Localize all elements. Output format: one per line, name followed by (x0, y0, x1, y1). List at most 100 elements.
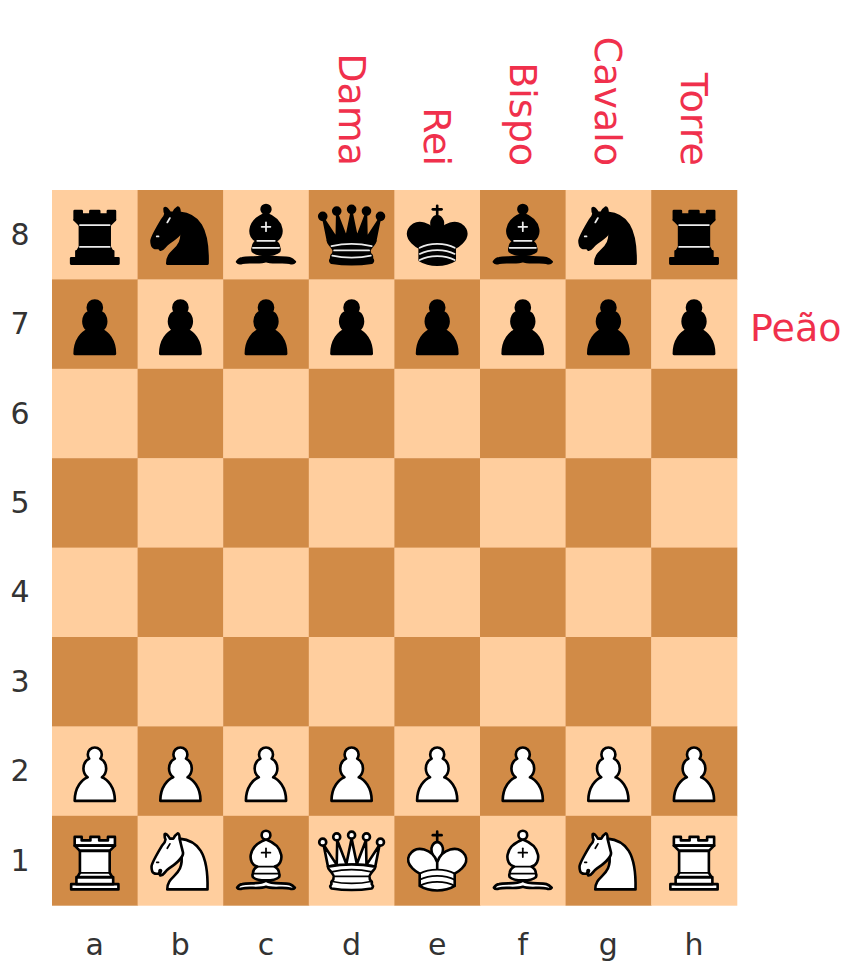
file-letter: c (258, 930, 275, 960)
rank-number: 8 (10, 220, 29, 250)
board-square (651, 458, 737, 548)
board-square (309, 637, 395, 727)
board-square (480, 726, 566, 816)
board-square (52, 816, 138, 906)
board-square (566, 548, 652, 638)
piece-name: Cavalo (589, 37, 627, 166)
rank-number: 1 (10, 846, 29, 876)
chess-piece (75, 300, 115, 353)
rank-number: 4 (10, 577, 29, 607)
board-square (651, 279, 737, 369)
file-letter: e (428, 930, 446, 960)
board-square (223, 816, 309, 906)
chess-piece (319, 206, 384, 264)
file-letter: a (86, 930, 104, 960)
board-square (394, 548, 480, 638)
board-square (309, 816, 395, 906)
chess-piece (246, 300, 286, 353)
chess-piece (588, 300, 628, 353)
board-square (309, 548, 395, 638)
chess-piece (494, 205, 552, 263)
chess-piece (408, 832, 466, 891)
file-letter: f (518, 930, 529, 960)
board-square (480, 369, 566, 459)
board-square (309, 279, 395, 369)
board-square (138, 726, 224, 816)
piece-name: Torre (675, 73, 713, 166)
chess-piece (160, 300, 200, 353)
chess-piece (417, 747, 457, 800)
rank-number: 2 (10, 756, 29, 786)
board-square (223, 458, 309, 548)
chess-piece (152, 208, 208, 264)
board-square (480, 637, 566, 727)
chess-piece (71, 211, 118, 264)
chess-piece (670, 837, 717, 890)
board-square (309, 369, 395, 459)
board-square (480, 279, 566, 369)
chess-piece (237, 205, 295, 263)
file-letter: d (342, 930, 361, 960)
board-square (138, 816, 224, 906)
chess-piece (408, 206, 466, 265)
board-square (52, 637, 138, 727)
board-square (566, 190, 652, 280)
chess-piece (674, 300, 714, 353)
board-square (480, 190, 566, 280)
chess-piece (580, 208, 636, 264)
board-square (138, 548, 224, 638)
board-square (52, 190, 138, 280)
board-square (566, 369, 652, 459)
board-square (480, 548, 566, 638)
board-square (52, 458, 138, 548)
board-square (309, 190, 395, 280)
board-square (651, 726, 737, 816)
board-square (138, 190, 224, 280)
board-square (394, 458, 480, 548)
board-square (138, 458, 224, 548)
board-square (394, 637, 480, 727)
board-square (651, 637, 737, 727)
board-square (52, 279, 138, 369)
board-square (394, 816, 480, 906)
board-square (138, 279, 224, 369)
board-square (223, 726, 309, 816)
piece-name: Bispo (504, 62, 542, 166)
board-square (651, 190, 737, 280)
rank-number: 5 (10, 488, 29, 518)
rank-number: 3 (10, 667, 29, 697)
board-square (138, 369, 224, 459)
board-square (52, 369, 138, 459)
board-square (651, 369, 737, 459)
board-square (394, 279, 480, 369)
board-square (566, 726, 652, 816)
chess-piece (670, 211, 717, 264)
board-square (566, 279, 652, 369)
file-letter: b (171, 930, 190, 960)
board-square (394, 190, 480, 280)
chess-piece (246, 747, 286, 800)
rank-number: 7 (10, 309, 29, 339)
board-square (394, 369, 480, 459)
board-square (480, 458, 566, 548)
board-square (309, 726, 395, 816)
piece-name: Peão (750, 309, 841, 347)
chess-piece (580, 833, 636, 889)
piece-name: Rei (418, 107, 456, 166)
board-square (223, 190, 309, 280)
chess-piece (152, 833, 208, 889)
chess-piece (331, 300, 371, 353)
chess-piece (71, 837, 118, 890)
board-square (309, 458, 395, 548)
chess-piece (494, 831, 552, 889)
chess-piece (237, 831, 295, 889)
board-square (566, 637, 652, 727)
board-square (223, 279, 309, 369)
chess-piece (75, 747, 115, 800)
board-square (138, 637, 224, 727)
board-square (52, 726, 138, 816)
board-square (651, 548, 737, 638)
board-square (651, 816, 737, 906)
board-square (394, 726, 480, 816)
